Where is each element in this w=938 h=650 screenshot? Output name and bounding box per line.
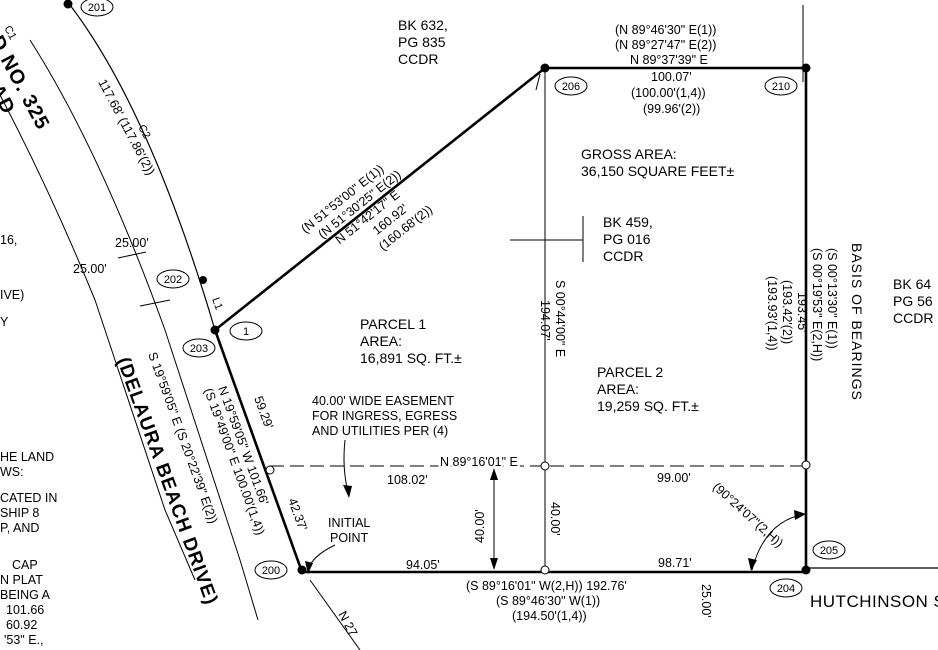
easement-line-3: AND UTILITIES PER (4) <box>312 424 448 438</box>
east-line-labels: (S 00°13'30" E(1)) (S 00°19'53" E(2,H)) … <box>765 243 865 401</box>
east-bearing-1: (S 00°13'30" E(1)) <box>825 248 839 349</box>
left-text-5: WS: <box>0 465 24 479</box>
road-width-1: 25.00' <box>115 236 149 250</box>
point-200: 200 <box>262 565 280 577</box>
curve-c1: C1 <box>1 24 18 42</box>
ccdr-top-label: CCDR <box>398 51 438 67</box>
gross-area-value: 36,150 SQUARE FEET± <box>581 163 735 179</box>
point-204: 204 <box>777 583 795 595</box>
north-bearing-3: N 89°37'39" E <box>630 53 708 67</box>
east-dist-3: (193.93'(1,4)) <box>765 276 779 351</box>
parcel2-title: PARCEL 2 <box>597 364 663 380</box>
left-text-8: P, AND <box>0 521 39 535</box>
parcel2-area-value: 19,259 SQ. FT.± <box>597 398 699 414</box>
road-n27: N 27 <box>335 609 360 639</box>
road-lines <box>0 4 361 650</box>
south-dist-2: 98.71' <box>658 556 692 570</box>
left-text-6: CATED IN <box>0 491 57 505</box>
pg016-label: PG 016 <box>603 231 651 247</box>
hutchinson-street: HUTCHINSON S <box>810 592 938 611</box>
south-bearing-1: (S 89°16'01" W(2,H)) 192.76' <box>466 579 627 593</box>
top-labels: BK 632, PG 835 CCDR (N 89°46'30" E(1)) (… <box>398 17 716 116</box>
left-text-2: IVE) <box>0 288 24 302</box>
pg56-label: PG 56 <box>893 293 933 309</box>
point-206: 206 <box>562 81 580 93</box>
east-dist-2: (193.42'(2)) <box>780 280 794 344</box>
north-dist-1: 100.07' <box>651 70 692 84</box>
parcel1-area-label: AREA: <box>360 333 402 349</box>
dim-40-right: 40.00' <box>548 502 562 536</box>
left-text-9: CAP <box>12 558 38 572</box>
north-bearing-1: (N 89°46'30" E(1)) <box>615 23 716 37</box>
curve-c2: C2 <box>135 123 152 141</box>
initial-point-2: POINT <box>330 531 369 545</box>
mid-bearing: S 00°44'00" E <box>553 280 567 357</box>
point-202: 202 <box>164 274 182 286</box>
ccdr-mid-label: CCDR <box>603 248 643 264</box>
left-text-4: HE LAND <box>0 450 54 464</box>
l1-label: L1 <box>209 296 224 312</box>
west-dist-2: 42.37' <box>285 496 310 532</box>
left-text-3: Y <box>0 315 9 329</box>
diagonal-labels: (N 51°53'00" E(1)) (N 51°30'25" E(2)) N … <box>298 162 435 254</box>
left-text-10: N PLAT <box>0 573 43 587</box>
area-labels: GROSS AREA: 36,150 SQUARE FEET± BK 459, … <box>360 146 933 414</box>
north-dist-2: (100.00'(1,4)) <box>631 86 706 100</box>
point-1: 1 <box>243 326 249 338</box>
left-text-11: BEING A <box>0 588 51 602</box>
south-dist-record: (194.50'(1,4)) <box>512 609 587 623</box>
left-text-12: 101.66 <box>6 603 44 617</box>
north-dist-3: (99.96'(2)) <box>643 102 700 116</box>
easement-bearing: N 89°16'01" E <box>440 455 518 469</box>
easement-dist-1: 108.02' <box>387 473 428 487</box>
point-210: 210 <box>772 81 790 93</box>
parcel-boundary <box>213 66 808 574</box>
forty-foot-labels: 40.00' 40.00' <box>473 502 562 543</box>
easement-line-2: FOR INGRESS, EGRESS <box>312 409 457 423</box>
point-205: 205 <box>820 545 838 557</box>
north-bearing-2: (N 89°27'47" E(2)) <box>615 38 716 52</box>
left-text-1: 16, <box>0 233 17 247</box>
south-bearing-2: (S 89°46'30" W(1)) <box>496 594 600 608</box>
point-203: 203 <box>190 343 208 355</box>
parcel2-area-label: AREA: <box>597 381 639 397</box>
road-labels: D NO. 325 OAD C1 C2 117.68' (117.86'(2))… <box>0 24 360 639</box>
initial-point-1: INITIAL <box>328 516 370 530</box>
ccdr-right-label: CCDR <box>893 310 933 326</box>
pg835-label: PG 835 <box>398 34 446 50</box>
left-text-13: 60.92 <box>6 618 37 632</box>
angle-label: (90°24'07"(2,H)) <box>710 480 786 550</box>
south-dist-1: 94.05' <box>406 558 440 572</box>
left-text-14: '53" E., <box>4 633 43 647</box>
middle-line-labels: S 00°44'00" E 194.07' <box>538 280 567 357</box>
dim-40-left: 40.00' <box>473 509 487 543</box>
basis-of-bearings: BASIS OF BEARINGS <box>849 243 865 401</box>
point-201: 201 <box>88 2 106 14</box>
east-bearing-2: (S 00°19'53" E(2,H)) <box>810 248 824 361</box>
road-width-2: 25.00' <box>73 262 107 276</box>
monuments <box>63 0 811 575</box>
bk632-label: BK 632, <box>398 17 448 33</box>
east-dist-1: 193.45' <box>795 292 809 333</box>
south-line-labels: 94.05' 98.71' (S 89°16'01" W(2,H)) 192.7… <box>406 556 938 623</box>
bk459-label: BK 459, <box>603 214 653 230</box>
west-dist-1: 59.29' <box>251 394 276 430</box>
gross-area-title: GROSS AREA: <box>581 146 677 162</box>
parcel1-title: PARCEL 1 <box>360 316 426 332</box>
easement-dist-2: 99.00' <box>657 471 691 485</box>
point-ids: 201 202 203 1 206 210 200 205 204 <box>80 0 846 598</box>
easement-line-1: 40.00' WIDE EASEMENT <box>312 394 454 408</box>
road-name-top: D NO. 325 <box>0 32 54 134</box>
mid-distance: 194.07' <box>538 300 552 341</box>
left-edge-text: 16, IVE) Y HE LAND WS: CATED IN SHIP 8 P… <box>0 233 57 647</box>
parcel1-area-value: 16,891 SQ. FT.± <box>360 350 462 366</box>
left-text-7: SHIP 8 <box>0 506 39 520</box>
bk64-label: BK 64 <box>893 276 931 292</box>
hutchinson-width: 25.00' <box>699 584 713 618</box>
